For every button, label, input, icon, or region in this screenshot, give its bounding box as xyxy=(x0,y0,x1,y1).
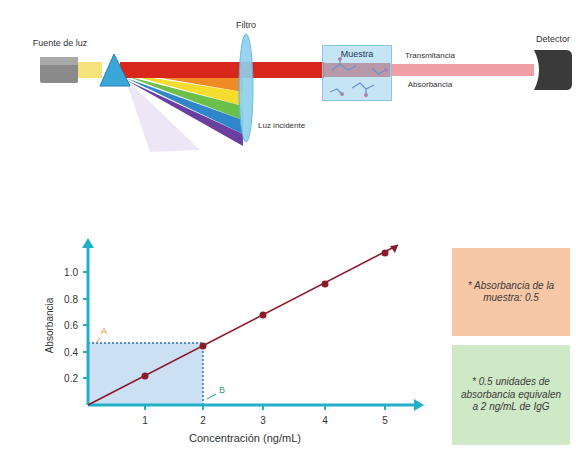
axis-arrow xyxy=(414,399,424,411)
light-source-top xyxy=(40,57,78,65)
lens xyxy=(239,34,253,142)
lens-label: Filtro xyxy=(236,21,256,31)
note-text: * 0.5 unidades de absorbancia equivalen … xyxy=(460,376,562,414)
x-axis xyxy=(88,404,418,407)
sample-box: Muestra xyxy=(322,45,392,101)
sample-label: Muestra xyxy=(341,49,374,60)
beam-label: Luz incidente xyxy=(258,122,305,131)
white-beam xyxy=(78,62,102,78)
red-beam xyxy=(120,62,324,78)
tick-label: 3 xyxy=(260,415,266,426)
device-label: Fuente de luz xyxy=(33,39,88,49)
leader-line xyxy=(96,338,100,343)
beam-label: Absorbancia xyxy=(408,81,452,90)
detector xyxy=(534,50,572,90)
tick-label: 0.4 xyxy=(64,347,78,358)
spectrum-violet xyxy=(126,80,243,146)
tick-label: 2 xyxy=(200,415,206,426)
axis-title: Absorbancia xyxy=(45,297,56,353)
transmitted-beam xyxy=(390,64,534,76)
ticks xyxy=(83,272,385,410)
line-arrow xyxy=(390,245,398,253)
leader-line xyxy=(207,394,216,399)
note-box: * 0.5 unidades de absorbancia equivalen … xyxy=(452,345,570,445)
dotted-line xyxy=(202,343,204,405)
marker-letter: A xyxy=(101,327,107,337)
spectrum-blue xyxy=(126,78,243,134)
note-box: * Absorbancia de la muestra: 0.5 xyxy=(452,248,570,336)
axis-title: Concentración (ng/mL) xyxy=(189,432,301,444)
note-text: * Absorbancia de la muestra: 0.5 xyxy=(460,280,562,305)
trend-line xyxy=(88,245,398,405)
beam-label: Transmitancia xyxy=(405,52,455,61)
tick-label: 0.2 xyxy=(64,373,78,384)
device-label: Detector xyxy=(536,35,570,45)
tick-label: 4 xyxy=(322,415,328,426)
tick-label: 1 xyxy=(142,415,148,426)
marker-letter: B xyxy=(219,386,225,396)
tick-label: 0.6 xyxy=(64,320,78,331)
data-points xyxy=(142,250,389,380)
prism xyxy=(100,54,130,86)
light-source xyxy=(40,57,78,83)
tick-label: 0.8 xyxy=(64,294,78,305)
tick-label: 1.0 xyxy=(64,267,78,278)
spectrum-green xyxy=(126,76,243,120)
axis-arrow xyxy=(82,238,94,248)
dotted-line xyxy=(88,342,203,344)
tick-label: 5 xyxy=(382,415,388,426)
